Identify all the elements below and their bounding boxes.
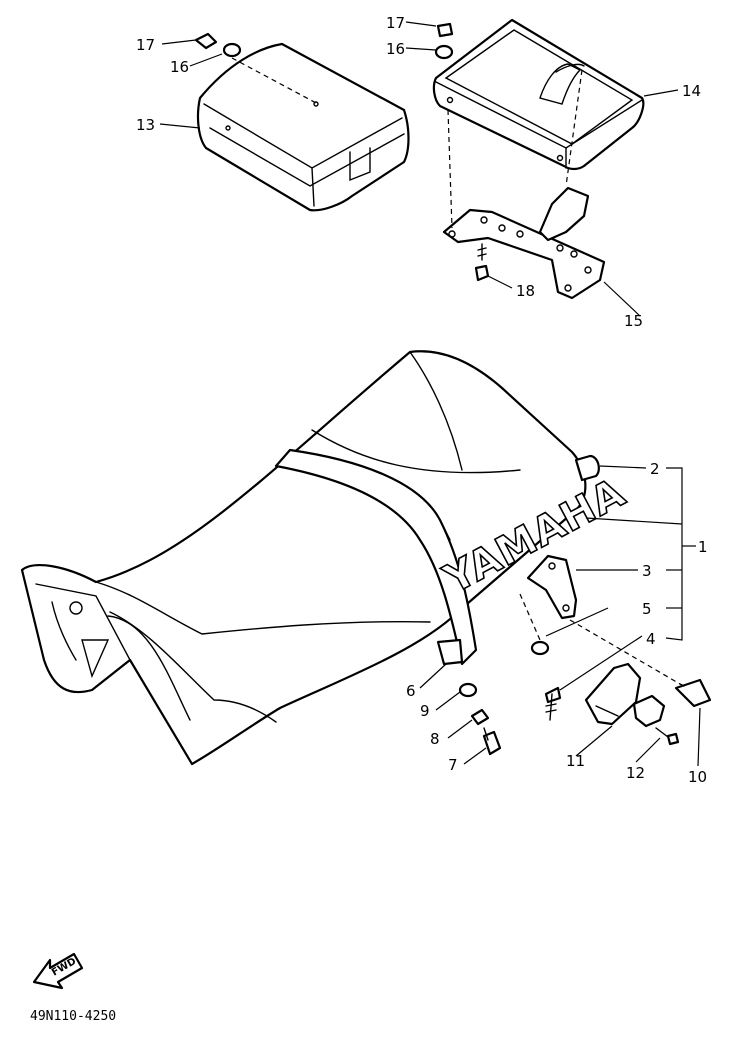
part-17-nut-right [436, 22, 454, 38]
part-9-washer [458, 682, 478, 698]
part-7-bolt [482, 727, 502, 756]
callout-9: 9 [420, 702, 430, 720]
part-2-knob [574, 454, 600, 482]
part-18-screw [474, 243, 490, 282]
part-17-nut-left [194, 32, 218, 50]
forward-arrow-icon: FWD [32, 952, 84, 990]
callout-11: 11 [566, 752, 585, 770]
callout-17a: 17 [136, 36, 155, 54]
callout-2: 2 [650, 460, 660, 478]
seat-strap [274, 448, 478, 666]
callout-5: 5 [642, 600, 652, 618]
callout-8: 8 [430, 730, 440, 748]
part-16-washer-right [434, 44, 454, 60]
callout-13: 13 [136, 116, 155, 134]
callout-3: 3 [642, 562, 652, 580]
callout-10: 10 [688, 768, 707, 786]
part-5-screw [544, 686, 562, 721]
callout-1: 1 [698, 538, 708, 556]
callout-4: 4 [646, 630, 656, 648]
part-6-tab [436, 638, 464, 666]
part-15-bracket [442, 186, 606, 300]
callout-12: 12 [626, 764, 645, 782]
callout-16a: 16 [170, 58, 189, 76]
part-4-washer [530, 640, 550, 656]
leader-lines [159, 21, 701, 767]
callout-18: 18 [516, 282, 535, 300]
callout-14: 14 [682, 82, 701, 100]
part-10-bolt [674, 678, 712, 708]
part-11-lock [584, 662, 666, 728]
part-14-tray [432, 18, 645, 171]
diagram-code: 49N110-4250 [30, 1009, 116, 1024]
part-16-washer-left [222, 42, 242, 58]
part-3-bracket [526, 554, 578, 620]
callout-17b: 17 [386, 14, 405, 32]
callout-16b: 16 [386, 40, 405, 58]
part-13-cover [196, 42, 410, 212]
callout-6: 6 [406, 682, 416, 700]
part-8-nut [470, 708, 490, 726]
callout-7: 7 [448, 756, 458, 774]
part-12-screw [655, 727, 680, 746]
callout-15: 15 [624, 312, 643, 330]
